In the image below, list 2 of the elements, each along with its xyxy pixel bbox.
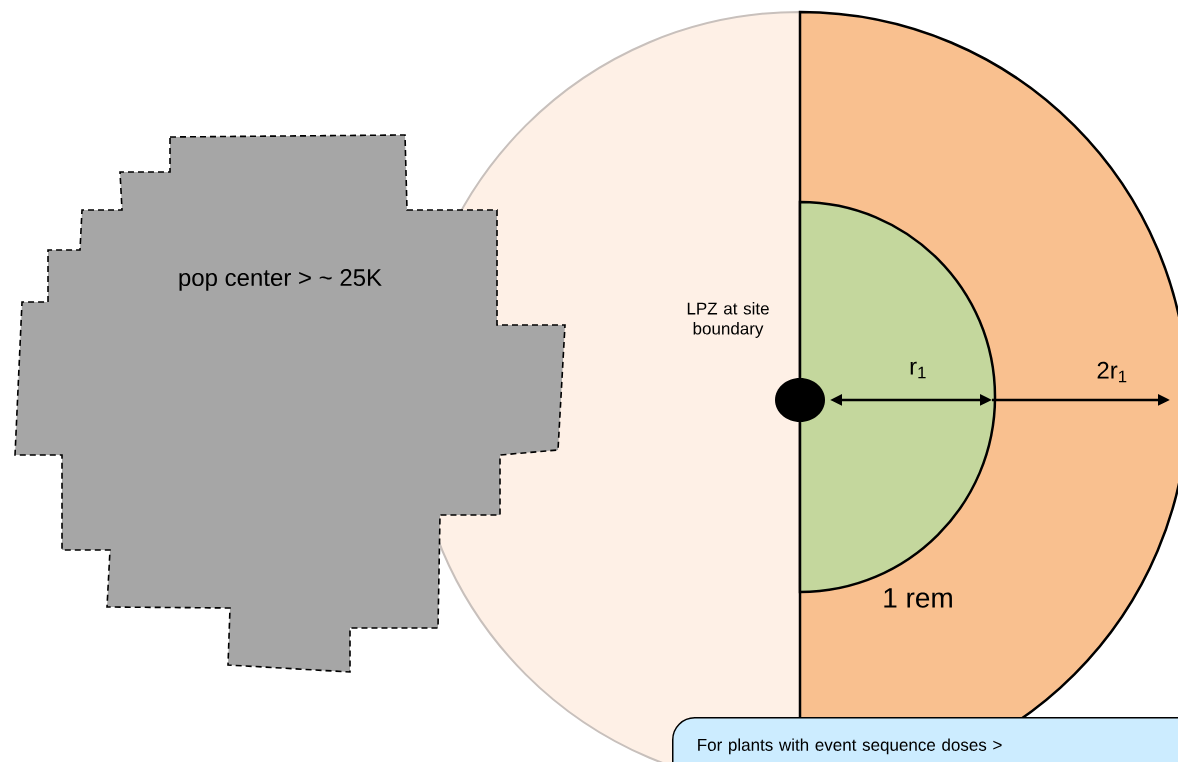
population-area: pop center > ~ 25K [14, 134, 566, 673]
callout-box: For plants with event sequence doses > [672, 717, 1178, 762]
